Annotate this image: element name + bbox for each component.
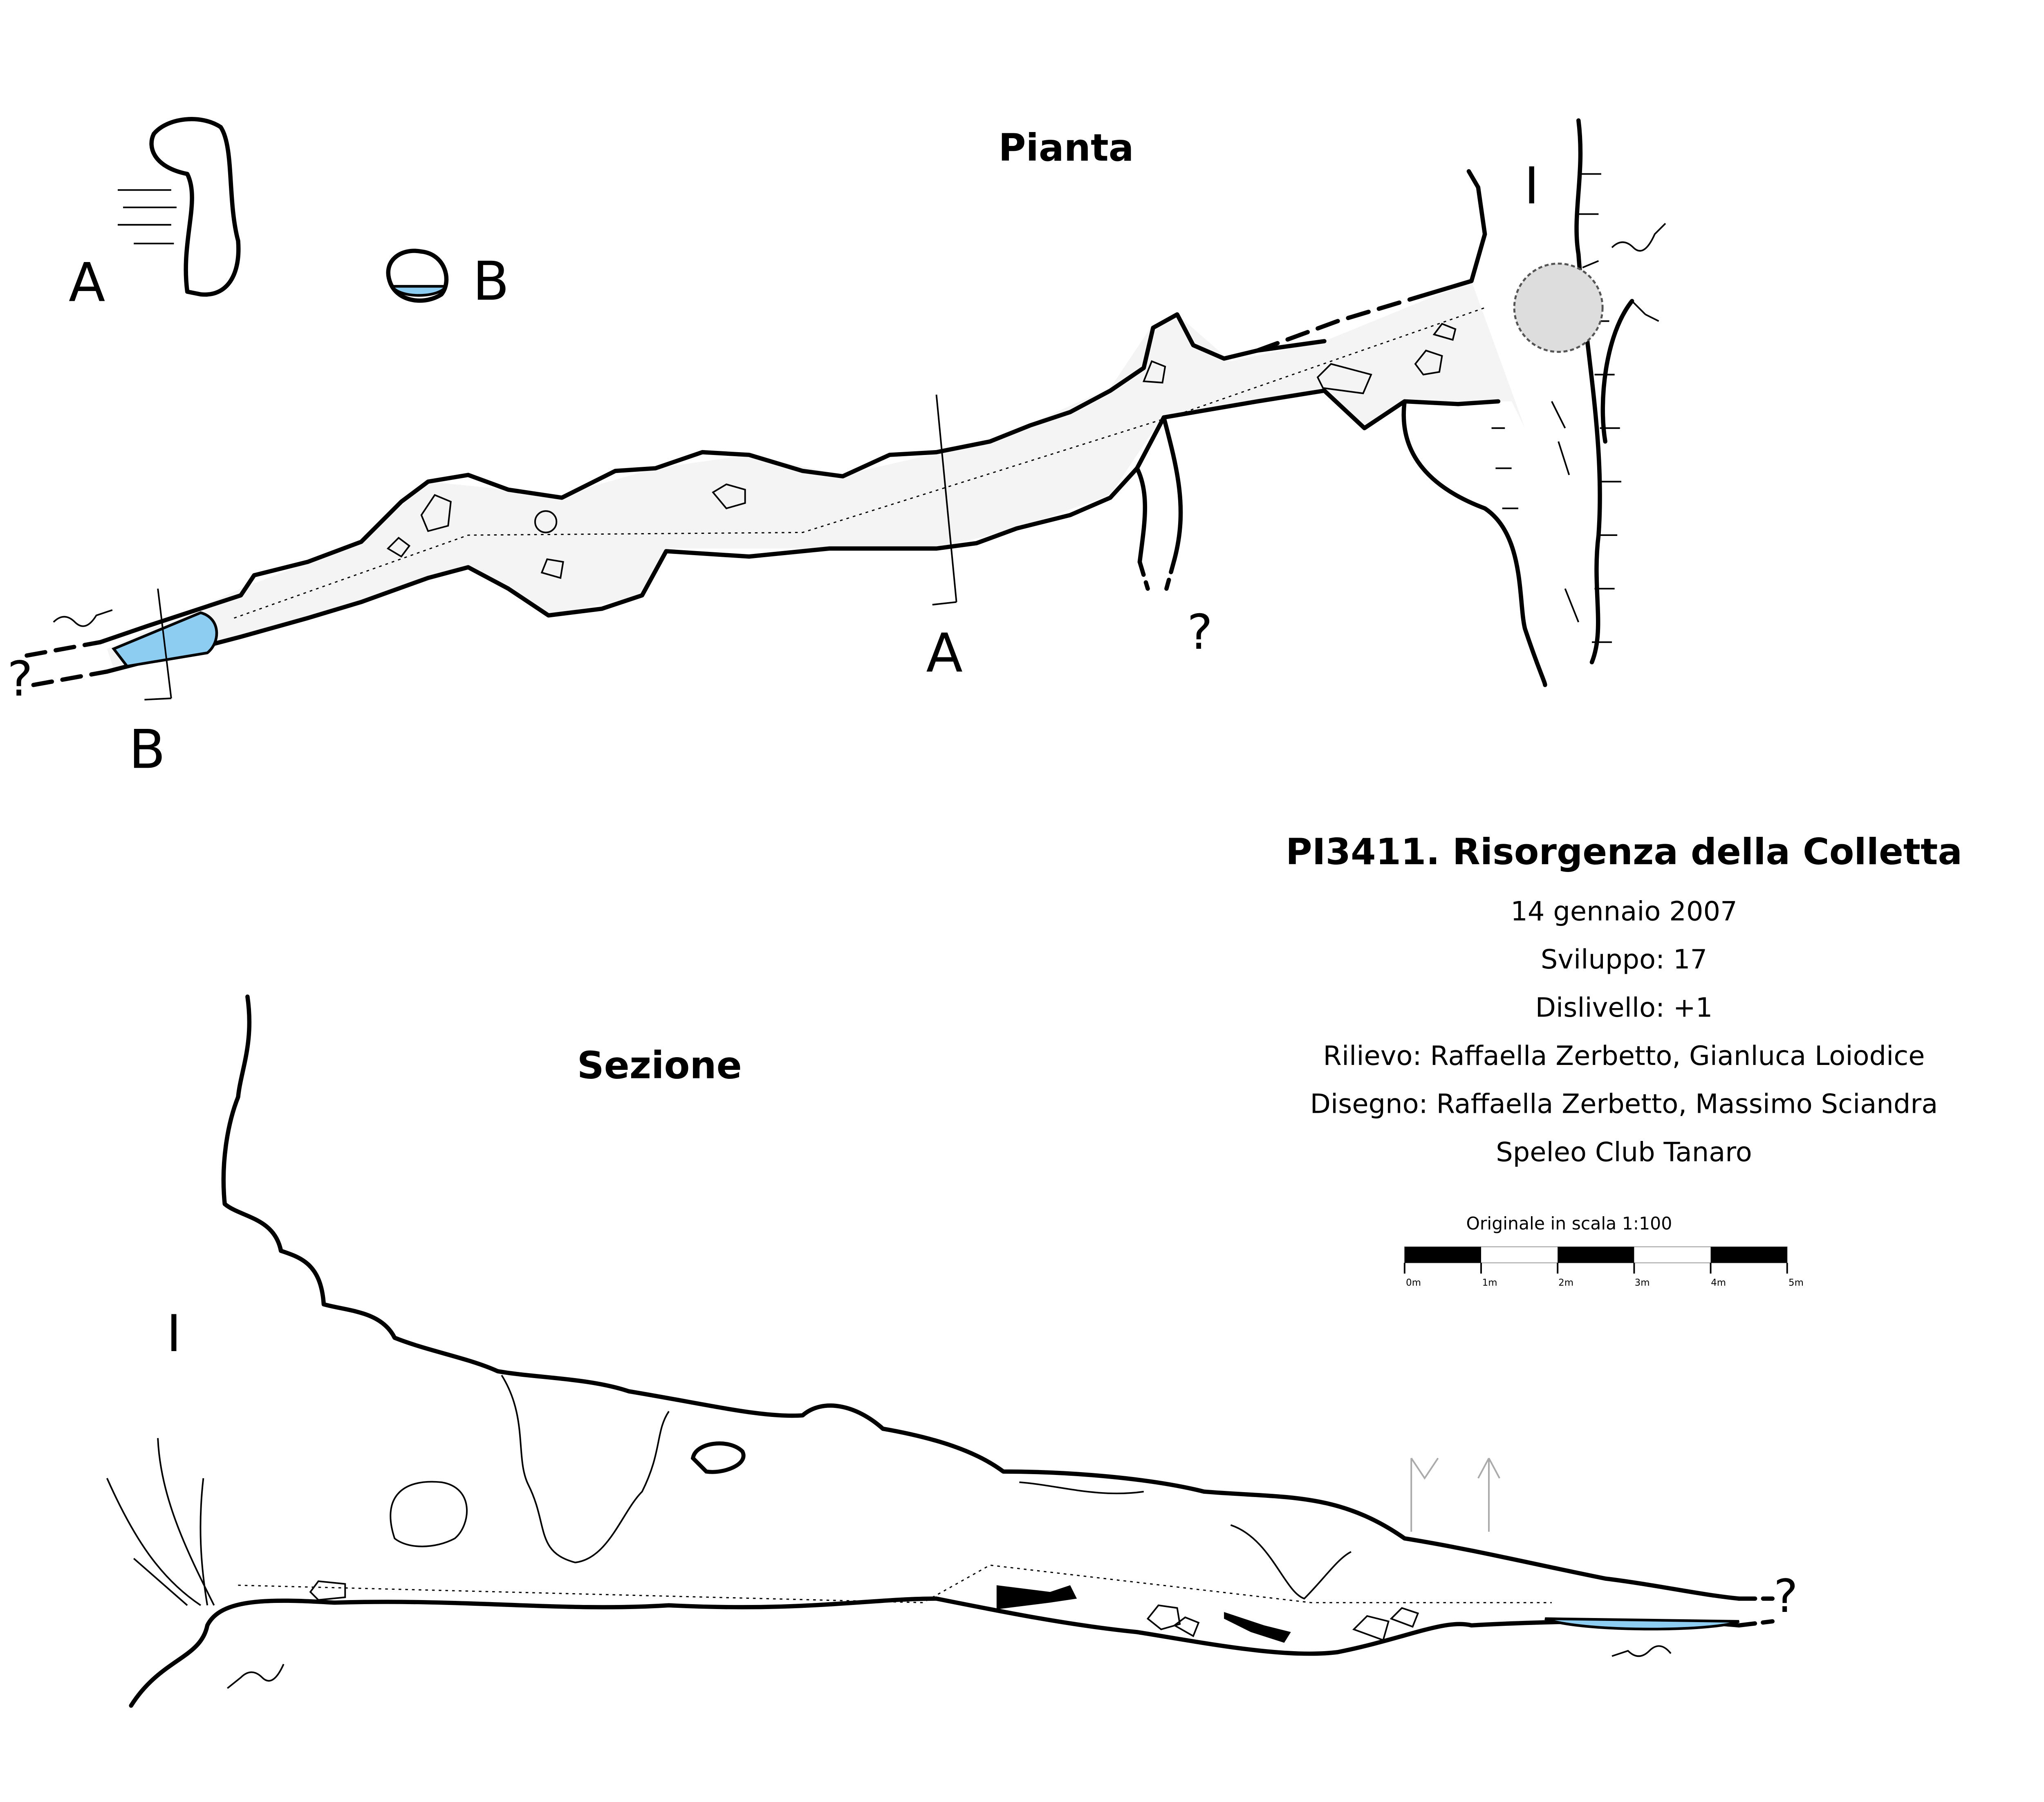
scale-tick-label: 5m	[1788, 1278, 1804, 1288]
survey-title: PI3411. Risorgenza della Colletta	[1286, 831, 1962, 873]
section-a-label: A	[69, 251, 105, 314]
scale-segment	[1710, 1246, 1787, 1263]
surface-edge-upper	[1600, 299, 1634, 444]
scale-tick-label: 4m	[1711, 1278, 1726, 1288]
survey-date: 14 gennaio 2007	[1511, 896, 1737, 927]
plan-dashed-continuation	[25, 640, 110, 687]
plan-water-pool	[111, 611, 218, 668]
hatched-boulder	[690, 1441, 746, 1474]
scale-segment	[1558, 1246, 1634, 1263]
plan-unknown-west: ?	[7, 651, 33, 707]
section-floor	[129, 1596, 1741, 1708]
survey-line	[234, 307, 1485, 619]
plan-outer-wall	[1401, 399, 1547, 687]
plan-entrance-label: I	[1524, 157, 1539, 216]
tree-icon	[1513, 262, 1604, 353]
vegetation-icons	[1551, 401, 1580, 623]
scale-tick-label: 3m	[1635, 1278, 1650, 1288]
flow-arrow-plan-in	[53, 609, 113, 627]
scale-tick-label: 0m	[1406, 1278, 1421, 1288]
plan-dashed-wall	[1255, 295, 1420, 353]
development: Sviluppo: 17	[1541, 944, 1707, 975]
section-title: Sezione	[577, 1044, 742, 1087]
section-b-label: B	[473, 250, 509, 312]
scale-tick-label: 2m	[1558, 1278, 1573, 1288]
passage-floor	[107, 281, 1525, 669]
fern-icon	[106, 1438, 215, 1606]
plan-view: Pianta A B A B ? ? I	[7, 117, 1666, 780]
surveyors: Rilievo: Raffaella Zerbetto, Gianluca Lo…	[1323, 1040, 1925, 1071]
section-rock-features	[309, 1374, 1500, 1641]
section-entrance-label: I	[166, 1304, 182, 1363]
scale-ticks	[1403, 1263, 1788, 1274]
section-water	[1544, 1617, 1740, 1631]
surface-ticks	[1491, 173, 1659, 643]
section-a-cut-line	[932, 394, 957, 606]
depth: Dislivello: +1	[1535, 992, 1713, 1023]
plan-unknown-side: ?	[1187, 604, 1213, 660]
side-passage	[1135, 415, 1183, 564]
plan-lower-wall	[105, 388, 1501, 674]
scale-label: Originale in scala 1:100	[1466, 1214, 1672, 1234]
section-view: Sezione I ?	[106, 994, 1798, 1708]
scale-bar: Originale in scala 1:100 0m 1m 2m 3m 4m …	[1403, 1214, 1804, 1288]
boulders	[386, 323, 1457, 579]
section-ceiling	[221, 994, 1741, 1601]
water-flow-hatch	[117, 189, 177, 244]
flow-arrow-plan-out	[1611, 223, 1666, 252]
section-survey-line	[238, 1564, 1552, 1603]
water-fill	[389, 285, 448, 297]
section-a-marker: A	[926, 622, 963, 684]
scale-segment	[1404, 1246, 1481, 1263]
info-block: PI3411. Risorgenza della Colletta 14 gen…	[1286, 831, 1962, 1168]
scale-tick-label: 1m	[1482, 1278, 1497, 1288]
section-b-cut-line	[144, 588, 172, 701]
plan-upper-wall	[98, 312, 1327, 645]
plan-title: Pianta	[998, 126, 1134, 170]
section-unknown: ?	[1774, 1570, 1798, 1623]
drawers: Disegno: Raffaella Zerbetto, Massimo Sci…	[1310, 1089, 1938, 1120]
plan-entrance-wall	[1416, 169, 1487, 299]
flow-arrow-section-in	[1611, 1645, 1672, 1657]
flow-arrow-section-out	[227, 1664, 285, 1689]
fallen-blocks	[996, 1585, 1291, 1643]
cross-section-b	[386, 249, 449, 303]
section-floor-dashed	[1737, 1619, 1775, 1628]
side-passage-dashed	[1137, 557, 1177, 591]
club: Speleo Club Tanaro	[1496, 1136, 1752, 1168]
surface-edge-right	[1574, 118, 1602, 665]
section-b-marker: B	[129, 718, 166, 780]
cross-section-a	[149, 117, 241, 297]
